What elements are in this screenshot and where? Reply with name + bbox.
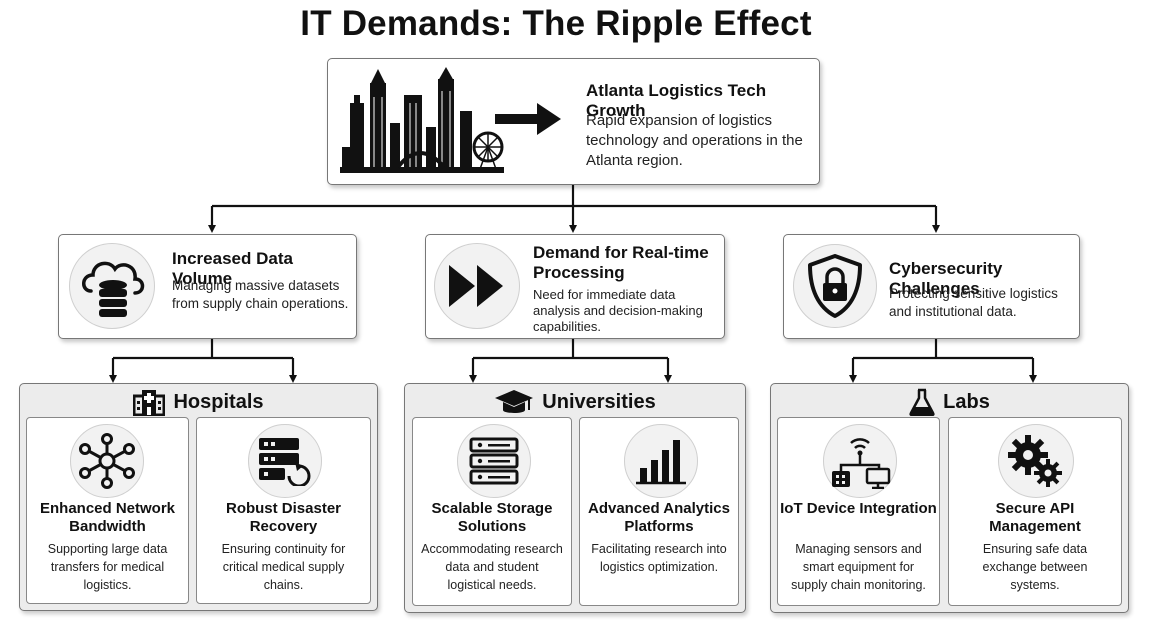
card-description: Ensuring continuity for critical medical…	[221, 542, 346, 592]
sector-name: Labs	[943, 390, 990, 413]
diagram-title: IT Demands: The Ripple Effect	[300, 4, 812, 43]
server-stack-icon	[469, 437, 519, 485]
card-advanced-analytics: Advanced Analytics Platforms Facilitatin…	[579, 417, 739, 606]
server-recovery-icon	[259, 438, 311, 486]
bar-chart-icon	[636, 440, 686, 485]
card-description: Ensuring safe data exchange between syst…	[982, 542, 1088, 592]
card-title: Robust Disaster Recovery	[225, 500, 342, 535]
card-scalable-storage: Scalable Storage Solutions Accommodating…	[412, 417, 572, 606]
challenge-realtime-processing: Demand for Real-time Processing Need for…	[425, 234, 725, 339]
card-title: Enhanced Network Bandwidth	[39, 500, 176, 535]
network-hub-icon	[79, 433, 135, 489]
top-node-description: Rapid expansion of logistics technology …	[586, 112, 803, 169]
challenge-description: Need for immediate data analysis and dec…	[533, 287, 703, 334]
top-node-title: Atlanta Logistics Tech Growth	[586, 81, 767, 120]
card-iot-integration: IoT Device Integration Managing sensors …	[777, 417, 940, 606]
card-description: Managing sensors and smart equipment for…	[791, 542, 926, 592]
gears-icon	[1008, 435, 1062, 487]
card-title: Scalable Storage Solutions	[431, 500, 553, 535]
shield-lock-icon	[808, 254, 862, 318]
sector-panel-hospitals: Hospitals Enhanced Network Bandwidth Sup…	[19, 383, 378, 611]
hospital-icon	[133, 390, 166, 416]
challenge-data-volume: Increased Data Volume Managing massive d…	[58, 234, 357, 339]
card-title: Secure API Management	[989, 500, 1081, 535]
fast-forward-icon	[449, 265, 503, 307]
flask-icon	[909, 388, 935, 416]
challenge-title: Demand for Real-time Processing	[533, 243, 709, 282]
iot-devices-icon	[832, 438, 891, 489]
challenge-title: Increased Data Volume	[172, 249, 293, 288]
sector-panel-labs: Labs IoT Device Integration Managing sen…	[770, 383, 1129, 613]
sector-name: Universities	[542, 390, 656, 413]
card-description: Facilitating research into logistics opt…	[591, 542, 727, 574]
top-node: Atlanta Logistics Tech Growth Rapid expa…	[327, 58, 820, 185]
sector-panel-universities: Universities Scalable Storage Solutions …	[404, 383, 746, 613]
challenge-description: Managing massive datasets from supply ch…	[172, 278, 349, 311]
card-network-bandwidth: Enhanced Network Bandwidth Supporting la…	[26, 417, 189, 604]
challenge-cybersecurity: Cybersecurity Challenges Protecting sens…	[783, 234, 1080, 339]
arrow-right-icon	[495, 103, 561, 135]
card-title: Advanced Analytics Platforms	[588, 500, 730, 535]
card-title: IoT Device Integration	[780, 500, 937, 517]
challenge-description: Protecting sensitive logistics and insti…	[889, 286, 1058, 319]
sector-name: Hospitals	[173, 390, 264, 413]
card-secure-api: Secure API Management Ensuring safe data…	[948, 417, 1122, 606]
card-disaster-recovery: Robust Disaster Recovery Ensuring contin…	[196, 417, 371, 604]
card-description: Accommodating research data and student …	[421, 542, 563, 592]
cloud-database-icon	[82, 261, 145, 317]
graduation-cap-icon	[495, 390, 534, 413]
card-description: Supporting large data transfers for medi…	[47, 542, 168, 592]
challenge-title: Cybersecurity Challenges	[889, 259, 1003, 298]
city-skyline-icon	[340, 67, 504, 173]
